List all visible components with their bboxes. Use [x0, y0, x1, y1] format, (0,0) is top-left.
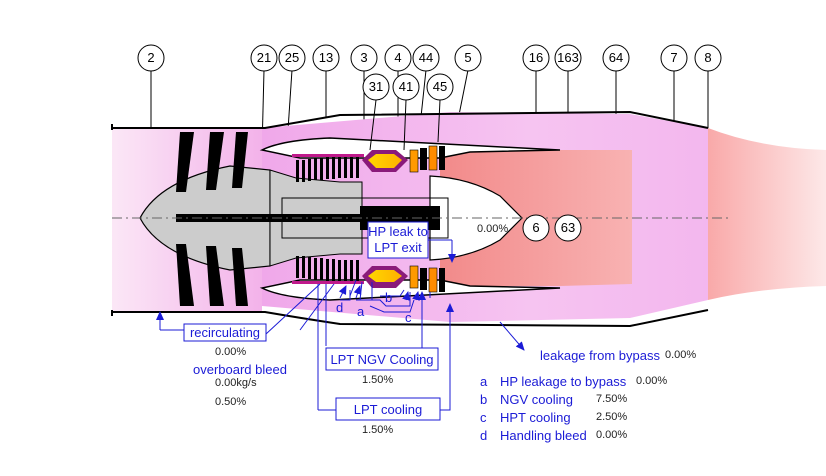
station-2: 2: [147, 50, 154, 65]
station-markers-top: 2 21 25 13 3 4 44 5 16 163 64 7 8: [137, 44, 722, 72]
station-44: 44: [419, 50, 433, 65]
station-16: 16: [529, 50, 543, 65]
legend-label-c: HPT cooling: [500, 410, 571, 425]
recirculating-value: 0.00%: [215, 346, 246, 358]
recirculating-label: recirculating: [190, 325, 260, 340]
station-163: 163: [557, 50, 579, 65]
hpc-blades: [296, 156, 359, 282]
legend-value-d: 0.00%: [596, 429, 627, 441]
lpt-ngv-cooling-box: [325, 347, 439, 371]
bleed-letter-d: d: [336, 300, 343, 315]
station-25: 25: [285, 50, 299, 65]
legend-value-c: 2.50%: [596, 411, 627, 423]
bleed-letter-b: b: [385, 290, 392, 305]
overboard-bleed-label: overboard bleed: [193, 362, 287, 377]
legend-key-b: b: [480, 392, 487, 407]
lpt-cooling-value: 1.50%: [362, 424, 393, 436]
hp-leak-box: [367, 221, 429, 259]
station-3: 3: [360, 50, 367, 65]
station-45: 45: [433, 79, 447, 94]
bleed-letter-a: a: [357, 304, 365, 319]
station-6: 6: [532, 220, 539, 235]
lpt-cooling-label: LPT cooling: [354, 402, 422, 417]
fan-blades: [176, 132, 248, 306]
station-31: 31: [369, 79, 383, 94]
bleed-small-arrows: [338, 285, 420, 301]
turbine-blades: [409, 145, 445, 293]
hpc-casing: [292, 154, 364, 284]
bleed-legend: a HP leakage to bypass 0.00% b NGV cooli…: [480, 374, 667, 443]
station-41: 41: [399, 79, 413, 94]
station-64: 64: [609, 50, 623, 65]
legend-label-d: Handling bleed: [500, 428, 587, 443]
lpt-ngv-cooling-label: LPT NGV Cooling: [330, 352, 433, 367]
lpt-cooling-box: [335, 397, 441, 421]
legend-label-b: NGV cooling: [500, 392, 573, 407]
station-21: 21: [257, 50, 271, 65]
hp-leak-line1: HP leak to: [368, 224, 428, 239]
center-value: 0.00%: [477, 223, 508, 235]
leakage-bypass-value: 0.00%: [665, 349, 696, 361]
core-cowl-top: [259, 137, 561, 159]
nacelle-outline: [111, 110, 709, 328]
overboard-bleed-pct: 0.50%: [215, 396, 246, 408]
station-8: 8: [704, 50, 711, 65]
legend-value-b: 7.50%: [596, 393, 627, 405]
recirculating-box: [183, 323, 267, 342]
legend-key-d: d: [480, 428, 487, 443]
bleed-letter-c: c: [405, 310, 412, 325]
station-13: 13: [319, 50, 333, 65]
legend-key-a: a: [480, 374, 488, 389]
legend-key-c: c: [480, 410, 487, 425]
combustor-top: [362, 150, 408, 172]
hp-leak-line2: LPT exit: [374, 240, 422, 255]
exhaust-plume: [708, 128, 826, 300]
core-cowl-bottom: [259, 279, 561, 301]
lpt-ngv-cooling-value: 1.50%: [362, 374, 393, 386]
combustor-bottom: [362, 266, 408, 288]
station-7: 7: [670, 50, 677, 65]
station-5: 5: [464, 50, 471, 65]
legend-label-a: HP leakage to bypass: [500, 374, 627, 389]
station-63: 63: [561, 220, 575, 235]
overboard-bleed-flow: 0.00kg/s: [215, 377, 257, 389]
station-markers-mid: 31 41 45: [362, 73, 454, 151]
station-markers-inner: 6 63: [522, 214, 582, 242]
leakage-bypass-label: leakage from bypass: [540, 348, 660, 363]
station-4: 4: [394, 50, 401, 65]
legend-value-a: 0.00%: [636, 375, 667, 387]
